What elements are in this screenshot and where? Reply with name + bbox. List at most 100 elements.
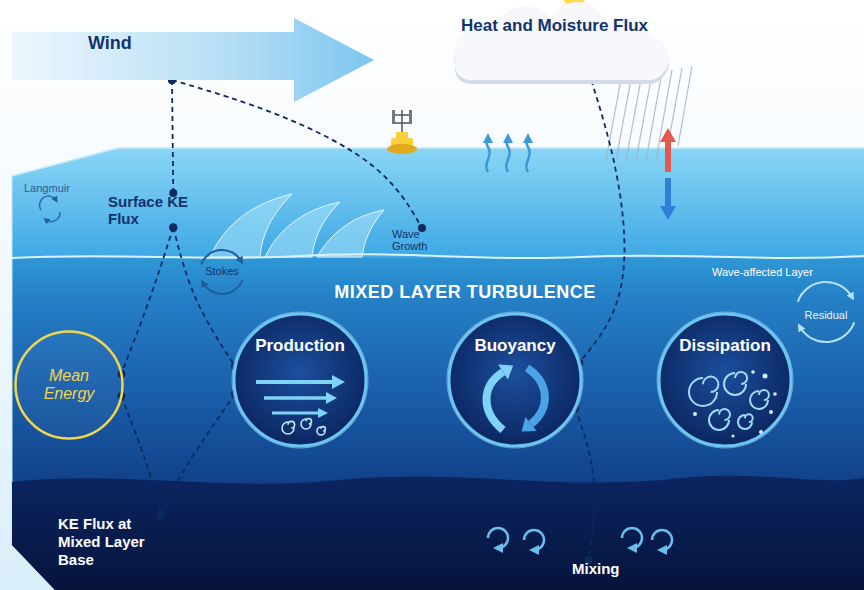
stokes-swirl [203,280,243,294]
production-icon [256,380,332,384]
orb-shape [657,312,793,448]
langmuir-swirl [39,196,60,222]
node-text: Wind [88,33,374,54]
process-circle: Buoyancy [447,312,583,448]
heat-flux-arrows [526,138,529,172]
cloud-shape [454,2,669,80]
mixing-swirls [622,528,642,548]
orb-shape [659,314,791,446]
buoy [387,144,417,154]
production-icon [256,375,345,435]
exchange-arrow [660,206,676,220]
orb-shape [447,312,583,448]
stokes-swirl [201,250,241,265]
production-icon [272,412,318,415]
arrow-shape [12,18,374,102]
buoy [396,132,408,139]
dissipation-icon [689,377,718,406]
mixed-layer-base [12,476,864,590]
sea-surface [12,148,864,176]
process-label: Residual [786,309,864,322]
dissipation-icon [773,392,777,396]
flux-point: Surface KE Flux [108,193,210,228]
flux-point: KE Flux at Mixed Layer Base [58,515,170,569]
production-icon [317,427,325,435]
node-text: Production [255,336,345,356]
mixing-swirls [524,530,544,550]
junction-dot [169,224,177,232]
dissipation-icon [769,410,773,414]
exchange-arrow [660,128,676,142]
rain [626,74,642,160]
dissipation-icon [724,372,747,395]
production-icon [332,375,345,389]
production-icon [301,419,312,430]
node-text: Mixing [572,560,620,577]
orb-shape [449,314,581,446]
production-icon [264,396,326,400]
node-text: Surface KE Flux [108,193,210,228]
node-text: Buoyancy [474,336,555,356]
production-icon [318,408,328,418]
dissipation-icon [763,374,768,379]
dissipation-icon [709,409,730,430]
mixing-swirls [652,530,672,550]
node-text: Mean Energy [29,367,109,404]
buoy [409,110,412,124]
buoy [393,122,411,124]
process-label: Langmuir [24,182,94,195]
cloud-shape [425,2,677,86]
production-icon [326,392,337,404]
heat-flux-arrows [486,138,489,172]
dissipation-icon [750,390,769,409]
buoy [387,110,417,154]
cloud-shape [455,50,665,80]
residual-swirl [798,282,852,302]
surface-waves [317,210,384,257]
energy-ring: Mean Energy [14,330,124,440]
ring-shape [16,332,123,439]
buoyancy-icon [487,364,545,431]
orb-shape [232,312,368,448]
rain [606,74,622,160]
energy-pathway [172,80,173,193]
rain [646,72,662,160]
energy-pathway [173,228,235,367]
process-circle: Dissipation [657,312,793,448]
layer-label: Wave-affected Layer [712,266,852,279]
dissipation-icon [693,412,697,416]
energy-pathway [121,396,161,515]
rain [636,74,652,160]
flux-point: Mixing [572,560,620,577]
water-column [12,176,864,590]
sea-surface [12,148,864,258]
mixing-swirls [488,528,508,548]
buoyancy-icon [522,417,537,432]
energy-pathway [575,408,594,560]
dissipation-icon [738,414,753,429]
heat-flux-arrows [506,138,509,172]
energy-pathway [161,394,235,515]
buoyancy-icon [527,368,545,424]
orb-shape [232,312,368,448]
buoy [393,114,411,116]
energy-pathway [172,80,422,228]
dissipation-icon [689,370,777,437]
buoyancy-icon [487,372,504,430]
orb-shape [447,312,583,448]
flux-point: Wave Growth [392,228,452,252]
rain [616,74,632,160]
dissipation-icon [759,430,763,434]
langmuir-swirl [39,196,56,210]
junction-dot [157,511,165,519]
water-column [12,258,864,590]
buoyancy-icon [498,364,513,379]
water-column [12,254,864,258]
rain [678,66,692,146]
junction-dot [169,224,177,232]
surface-waves [210,194,384,257]
junction-dot [157,511,165,519]
process-label: Stokes [182,265,262,278]
